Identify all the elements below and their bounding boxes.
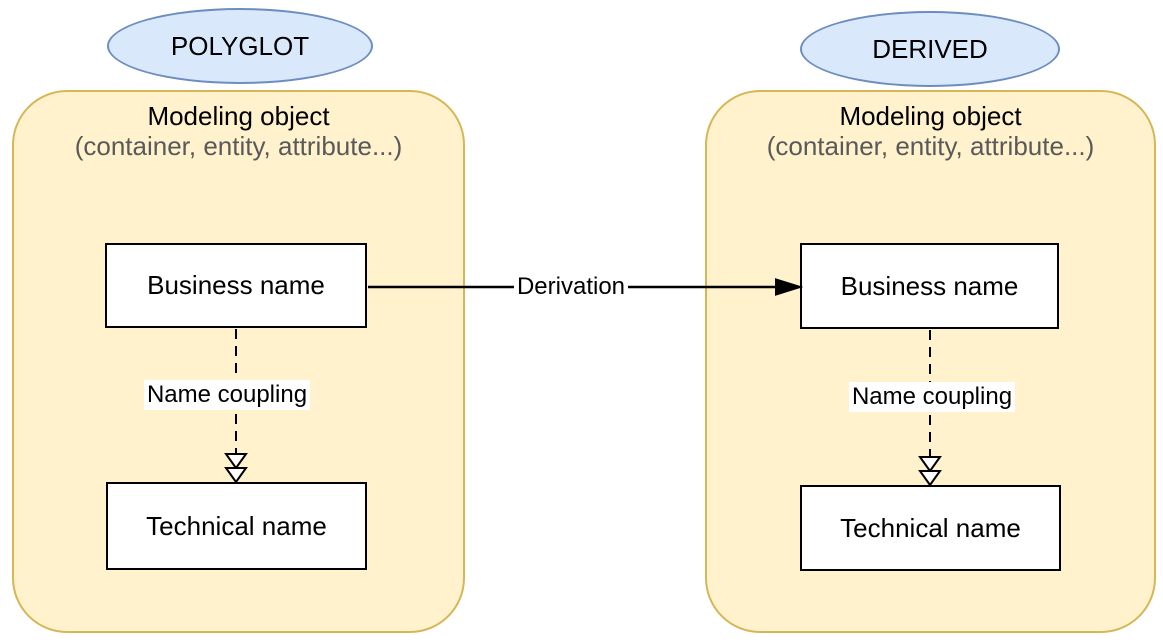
tag-label: DERIVED: [872, 33, 988, 64]
container-subtitle: (container, entity, attribute...): [74, 131, 403, 161]
tag-label: POLYGLOT: [170, 30, 310, 61]
name-coupling-label-left: Name coupling: [143, 380, 311, 410]
container-heading: Modeling object (container, entity, attr…: [14, 92, 463, 161]
box-label: Business name: [147, 270, 325, 300]
container-title: Modeling object: [839, 101, 1022, 131]
derivation-label: Derivation: [513, 272, 629, 302]
container-subtitle: (container, entity, attribute...): [766, 131, 1095, 161]
tag-ellipse-derived: DERIVED: [800, 11, 1060, 87]
box-label: Technical name: [146, 510, 327, 541]
box-label: Technical name: [840, 512, 1021, 543]
business-name-box-derived: Business name: [800, 243, 1059, 329]
box-label: Business name: [840, 270, 1019, 301]
technical-name-box-polyglot: Technical name: [106, 482, 367, 570]
technical-name-box-derived: Technical name: [800, 485, 1061, 571]
name-coupling-label-right: Name coupling: [848, 382, 1016, 412]
container-title: Modeling object: [147, 101, 330, 131]
business-name-box-polyglot: Business name: [105, 243, 367, 328]
tag-ellipse-polyglot: POLYGLOT: [107, 8, 373, 84]
container-heading: Modeling object (container, entity, attr…: [707, 92, 1154, 161]
